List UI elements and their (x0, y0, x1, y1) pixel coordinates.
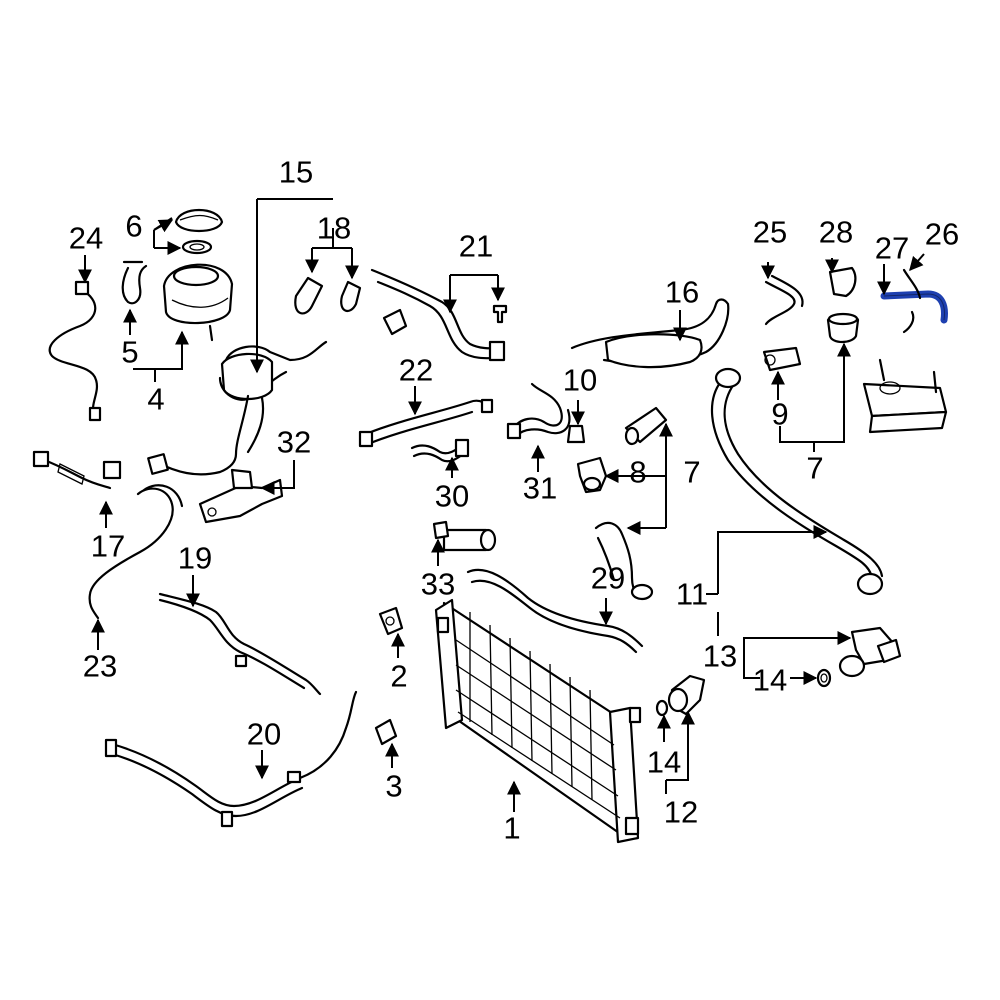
reservoir-cap[interactable] (174, 209, 224, 233)
cap-seal[interactable] (181, 239, 213, 255)
hose-11[interactable] (710, 367, 884, 596)
sensor-harness[interactable] (32, 450, 122, 490)
water-outlet-13[interactable] (838, 626, 902, 678)
callout-28: 28 (819, 215, 853, 250)
callout-18: 18 (317, 211, 351, 246)
callout-26: 26 (925, 217, 959, 252)
callout-7-left: 7 (683, 455, 700, 490)
hose-30[interactable] (410, 438, 470, 463)
callout-15: 15 (279, 155, 313, 190)
temperature-sensor[interactable] (566, 424, 586, 444)
hose-25[interactable] (764, 274, 804, 326)
callout-33: 33 (421, 567, 455, 602)
callout-1: 1 (503, 811, 520, 846)
bracket[interactable] (378, 606, 404, 636)
callout-5: 5 (121, 335, 138, 370)
callout-30: 30 (435, 479, 469, 514)
hose-23[interactable] (88, 484, 184, 620)
coolant-pipe-21[interactable] (370, 268, 506, 362)
callout-17: 17 (91, 529, 125, 564)
reservoir-hose[interactable] (121, 260, 148, 305)
callout-14-lower: 14 (647, 745, 681, 780)
callout-4: 4 (147, 382, 164, 417)
callout-16: 16 (665, 275, 699, 310)
hose-16[interactable] (570, 298, 730, 369)
callout-25: 25 (753, 215, 787, 250)
hose-24[interactable] (48, 280, 102, 422)
leader-lines (78, 198, 925, 812)
callout-22: 22 (399, 353, 433, 388)
hose-26[interactable] (902, 268, 922, 334)
connector-8[interactable] (576, 456, 608, 494)
connector-12[interactable] (667, 674, 706, 716)
callout-10: 10 (563, 363, 597, 398)
callout-29: 29 (591, 561, 625, 596)
radiator[interactable] (434, 598, 642, 844)
bolt-21[interactable] (492, 304, 508, 324)
coupler-7[interactable] (826, 312, 860, 344)
coolant-flange[interactable] (198, 468, 284, 524)
callout-labels: 1 2 3 4 5 6 7 7 8 9 10 11 12 13 14 14 15… (69, 155, 959, 846)
highlighted-hose[interactable] (880, 290, 948, 324)
callout-7-right: 7 (806, 451, 823, 486)
callout-13: 13 (703, 639, 737, 674)
callout-2: 2 (390, 659, 407, 694)
hose-29[interactable] (466, 568, 644, 654)
coolant-hose-connector[interactable] (624, 406, 668, 446)
callout-32: 32 (277, 425, 311, 460)
bleeder-screw-pair[interactable] (294, 276, 362, 315)
callout-14-right: 14 (753, 663, 787, 698)
pipe-19[interactable] (158, 592, 322, 696)
callout-23: 23 (83, 649, 117, 684)
connector-9[interactable] (762, 346, 802, 372)
seal-ring-14-right[interactable] (816, 668, 832, 688)
hose-31[interactable] (506, 382, 571, 440)
callout-19: 19 (178, 541, 212, 576)
callout-20: 20 (247, 717, 281, 752)
callout-27: 27 (875, 231, 909, 266)
seal-ring-14-lower[interactable] (655, 699, 669, 717)
auxiliary-pump[interactable] (432, 520, 497, 552)
callout-11: 11 (676, 577, 708, 612)
clip[interactable] (374, 718, 398, 746)
oil-cooler[interactable] (862, 358, 948, 434)
coolant-reservoir[interactable] (162, 263, 234, 342)
callout-3: 3 (385, 769, 402, 804)
pipe-20[interactable] (104, 690, 358, 828)
callout-9: 9 (771, 397, 788, 432)
elbow-hose[interactable] (594, 521, 654, 601)
hose-22[interactable] (358, 398, 494, 448)
callout-24: 24 (69, 221, 103, 256)
callout-31: 31 (523, 471, 557, 506)
cap-28[interactable] (828, 266, 857, 298)
callout-8: 8 (629, 455, 646, 490)
callout-21: 21 (459, 229, 493, 264)
callout-12: 12 (664, 795, 698, 830)
callout-6: 6 (125, 209, 142, 244)
